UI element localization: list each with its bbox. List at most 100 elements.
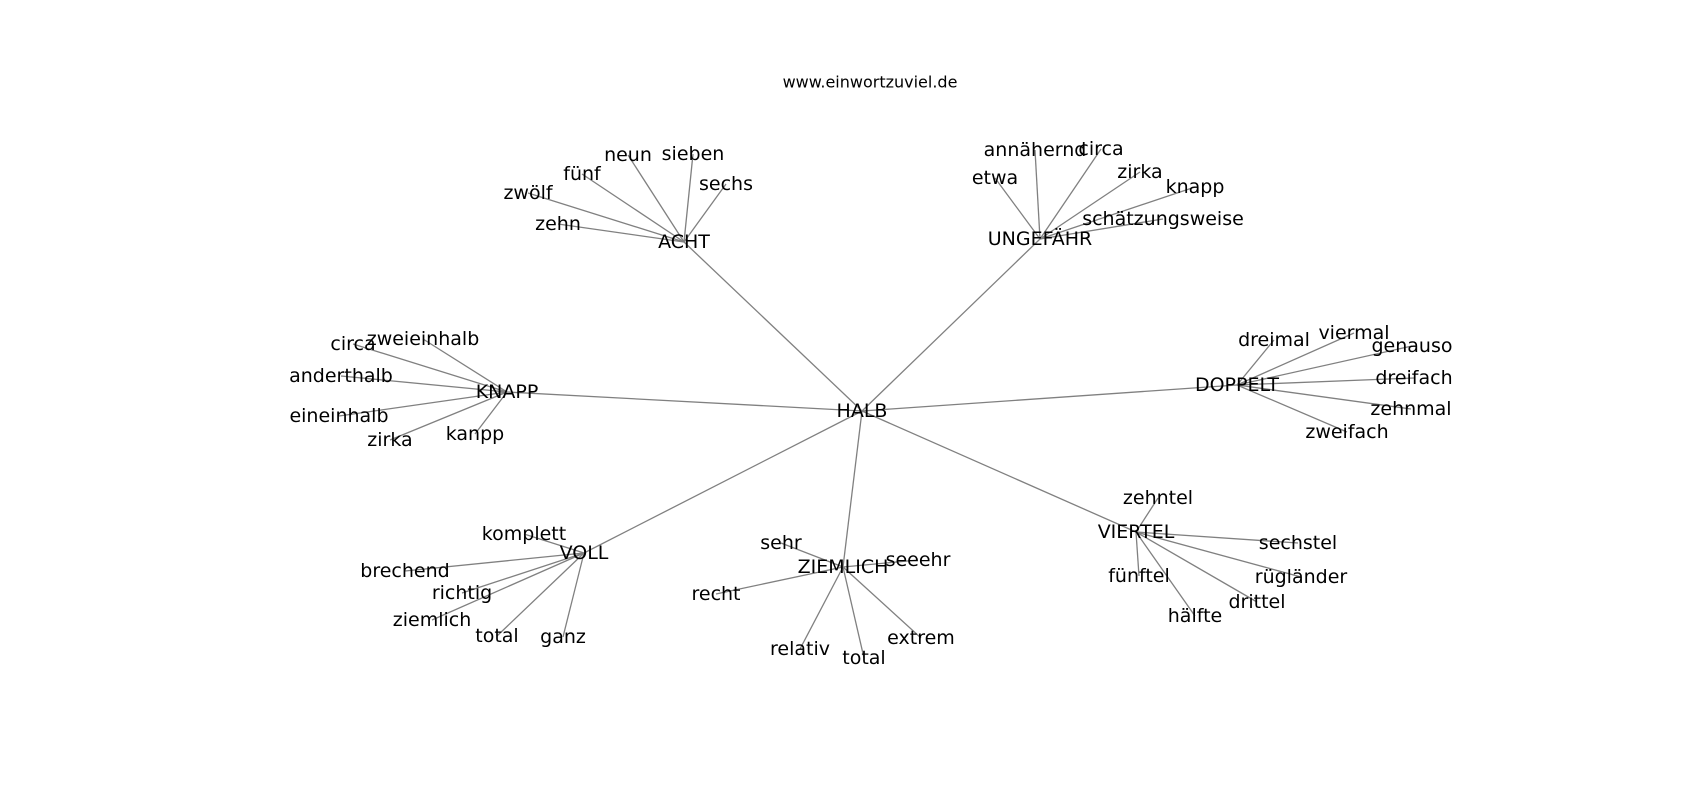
leaf-node-ungefaehr-etwa: etwa [972,167,1018,189]
edge-viertel-rueglaender [1135,531,1302,578]
edge-ziemlich-extrem [842,566,922,639]
edge-doppelt-genauso [1236,345,1413,386]
edge-acht-fuenf [581,173,685,243]
leaf-node-voll-brechend: brechend [360,560,449,582]
edge-acht-neun [627,154,685,243]
leaf-node-doppelt-dreifach: dreifach [1375,367,1452,389]
edge-ungefaehr-schaetzungsweise [1039,218,1164,240]
leaf-node-viertel-drittel: drittel [1228,591,1285,613]
edge-viertel-haelfte [1135,531,1196,617]
hub-node-voll: VOLL [560,542,609,564]
leaf-node-voll-ziemlich: ziemlich [393,609,472,631]
hub-node-ziemlich: ZIEMLICH [798,556,889,578]
leaf-node-knapp-zirka: zirka [367,429,412,451]
edge-acht-zehn [557,223,685,243]
edge-voll-richtig [461,552,585,594]
edge-root-ziemlich [842,410,863,568]
leaf-node-doppelt-zweifach: zweifach [1305,421,1388,443]
edge-knapp-eineinhalb [338,391,508,417]
edge-doppelt-dreifach [1236,377,1415,386]
edge-knapp-kanpp [474,391,508,435]
edge-root-ungefaehr [861,238,1041,412]
edge-root-voll [583,410,863,554]
edge-voll-total [496,552,585,637]
leaf-node-ziemlich-total: total [842,647,885,669]
edge-knapp-circa [352,343,508,393]
leaf-node-ungefaehr-zirka: zirka [1117,161,1162,183]
leaf-node-ungefaehr-circa: circa [1078,138,1123,160]
edge-root-viertel [861,410,1137,533]
edge-viertel-fuenftel [1135,531,1140,577]
leaf-node-voll-total: total [475,625,518,647]
hub-node-acht: ACHT [658,231,710,253]
leaf-node-ziemlich-sehr: sehr [760,532,802,554]
leaf-node-viertel-haelfte: hälfte [1168,605,1222,627]
edge-voll-ziemlich [431,552,585,621]
leaf-node-acht-fuenf: fünf [563,163,602,185]
leaf-node-acht-zehn: zehn [535,213,581,235]
leaf-node-ungefaehr-annaehernd: annähernd [984,139,1087,161]
leaf-node-acht-sieben: sieben [662,143,725,165]
hub-node-doppelt: DOPPELT [1195,374,1279,396]
edge-viertel-drittel [1135,531,1258,603]
edge-acht-sechs [683,183,727,243]
leaf-node-viertel-sechstel: sechstel [1259,532,1337,554]
edge-root-doppelt [861,384,1238,412]
leaf-node-acht-neun: neun [604,144,652,166]
leaf-node-viertel-zehntel: zehntel [1123,487,1193,509]
hub-node-ungefaehr: UNGEFÄHR [988,227,1093,250]
leaf-node-doppelt-viermal: viermal [1318,322,1389,344]
leaf-node-doppelt-dreimal: dreimal [1238,329,1310,351]
edge-doppelt-zweifach [1236,384,1348,433]
edge-ungefaehr-etwa [994,177,1041,240]
leaf-node-ungefaehr-knapp: knapp [1166,176,1225,198]
leaf-node-ziemlich-relativ: relativ [770,638,830,660]
leaf-node-knapp-circa: circa [330,333,375,355]
leaf-node-voll-richtig: richtig [432,582,492,604]
edge-ziemlich-seeehr [842,559,919,568]
edge-ungefaehr-circa [1039,148,1102,240]
root-node-halb: HALB [837,400,888,422]
leaf-node-knapp-kanpp: kanpp [446,423,504,445]
hub-node-viertel: VIERTEL [1098,521,1175,543]
leaf-node-doppelt-genauso: genauso [1371,335,1452,357]
edge-ziemlich-recht [715,566,844,595]
leaf-node-ziemlich-recht: recht [691,583,740,605]
leaf-node-ziemlich-extrem: extrem [887,627,955,649]
leaf-node-acht-sechs: sechs [699,173,753,195]
leaf-node-voll-komplett: komplett [482,523,566,545]
edge-root-acht [683,241,863,412]
edge-acht-sieben [683,153,694,243]
leaf-node-acht-zwoelf: zwölf [503,182,553,204]
edge-knapp-zirka [389,391,508,441]
edge-voll-komplett [523,533,585,554]
leaf-node-knapp-anderthalb: anderthalb [289,365,393,387]
leaf-node-doppelt-zehnmal: zehnmal [1370,398,1451,420]
edge-voll-ganz [562,552,585,638]
edge-ungefaehr-annaehernd [1034,149,1041,240]
edge-doppelt-zehnmal [1236,384,1412,410]
hub-node-knapp: KNAPP [476,381,539,403]
edge-viertel-zehntel [1135,497,1159,533]
edge-voll-brechend [404,552,585,572]
leaf-node-ziemlich-seeehr: seeehr [886,549,951,571]
edge-doppelt-dreimal [1236,339,1275,386]
edge-ungefaehr-knapp [1039,186,1196,240]
leaf-node-viertel-fuenftel: fünftel [1108,565,1170,587]
site-title: www.einwortzuviel.de [783,73,958,92]
edge-ziemlich-total [842,566,865,659]
edge-ziemlich-relativ [799,566,844,650]
edge-knapp-anderthalb [340,375,508,393]
leaf-node-knapp-zweieinhalb: zweieinhalb [367,328,480,350]
edge-viertel-sechstel [1135,531,1299,544]
edge-ungefaehr-zirka [1039,171,1141,240]
edges-layer [338,148,1415,659]
edge-doppelt-viermal [1236,332,1355,386]
leaf-node-viertel-rueglaender: rügländer [1255,566,1348,588]
leaf-node-ungefaehr-schaetzungsweise: schätzungsweise [1082,208,1244,230]
edge-ziemlich-sehr [780,542,844,568]
edge-knapp-zweieinhalb [422,338,508,393]
leaf-node-voll-ganz: ganz [540,626,586,648]
edge-root-knapp [506,391,863,412]
